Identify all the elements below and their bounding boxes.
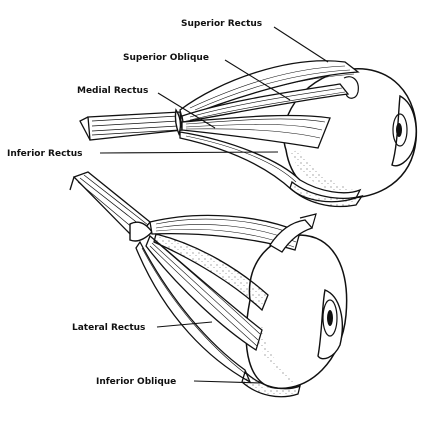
inferior-oblique-leader	[193, 380, 263, 384]
inferior-rectus-leader	[99, 151, 279, 154]
upper-medial-rectus-muscle	[181, 114, 331, 149]
label-inferior-rectus: Inferior Rectus	[7, 149, 83, 159]
superior-oblique-leader	[224, 59, 291, 101]
upper-iris	[392, 113, 408, 147]
lower-superior-rectus-muscle	[149, 214, 301, 251]
upper-eyeball-shading	[290, 150, 360, 193]
label-superior-rectus: Superior Rectus	[181, 19, 262, 29]
medial-rectus-leader	[157, 92, 216, 129]
superior-rectus-leader	[273, 26, 329, 63]
lateral-rectus-leader	[156, 321, 213, 328]
label-lateral-rectus: Lateral Rectus	[72, 323, 145, 333]
leader-lines	[99, 26, 329, 384]
label-superior-oblique: Superior Oblique	[123, 53, 209, 63]
upper-inferior-oblique-muscle	[289, 180, 364, 208]
label-medial-rectus: Medial Rectus	[77, 86, 148, 96]
lower-iris	[322, 299, 338, 337]
upper-tendon-ring	[174, 108, 182, 137]
lower-pupil	[327, 310, 333, 326]
upper-optic-nerve	[79, 111, 183, 141]
lower-inferior-oblique-muscle	[241, 370, 301, 398]
lower-medial-strip	[153, 233, 269, 312]
upper-pupil	[396, 123, 402, 137]
lower-eye-group	[69, 171, 348, 398]
upper-eye-group	[79, 60, 418, 208]
label-inferior-oblique: Inferior Oblique	[96, 377, 176, 387]
upper-trochlea	[343, 76, 359, 99]
lower-lateral-rectus-muscle	[145, 234, 263, 352]
